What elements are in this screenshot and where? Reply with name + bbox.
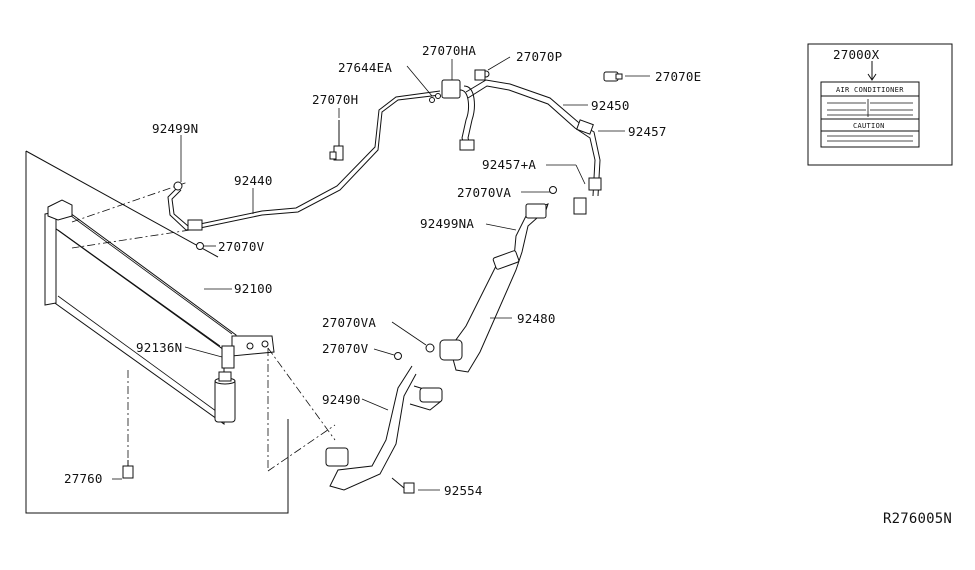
receiver-drier bbox=[214, 371, 236, 423]
label-27070e: 27070E bbox=[655, 69, 701, 84]
valve-cluster bbox=[429, 69, 490, 151]
label-92480: 92480 bbox=[517, 311, 556, 326]
label-92457: 92457 bbox=[628, 124, 667, 139]
label-27070v-bottom: 27070V bbox=[322, 341, 369, 356]
pressure-switch-connector bbox=[221, 345, 235, 369]
label-92490: 92490 bbox=[322, 392, 361, 407]
label-92450: 92450 bbox=[591, 98, 630, 113]
label-92457a: 92457+A bbox=[482, 157, 536, 172]
condenser-assembly bbox=[25, 150, 289, 514]
leader-lines bbox=[112, 56, 650, 491]
diagram-id: R276005N bbox=[883, 511, 952, 527]
label-92554: 92554 bbox=[444, 483, 483, 498]
o-ring-27070v bbox=[196, 242, 204, 250]
bolt-27760 bbox=[122, 460, 134, 479]
ac-label-card-panel bbox=[807, 43, 953, 166]
sensor-27070e bbox=[603, 71, 623, 82]
label-92499n: 92499N bbox=[152, 121, 198, 136]
condenser-frame-top bbox=[25, 150, 219, 258]
part-labels: 27000X 27070HA 27070P 27644EA 27070E 270… bbox=[64, 43, 952, 527]
pipe-92490 bbox=[325, 365, 443, 491]
o-ring-27070va-top bbox=[549, 186, 557, 194]
label-card-header: AIR CONDITIONER bbox=[836, 86, 904, 94]
o-ring-27070va-bottom bbox=[425, 343, 435, 353]
label-27644ea: 27644EA bbox=[338, 60, 392, 75]
hose-92480 bbox=[439, 203, 549, 373]
label-92100: 92100 bbox=[234, 281, 273, 296]
label-92440: 92440 bbox=[234, 173, 273, 188]
label-27070v-top: 27070V bbox=[218, 239, 265, 254]
label-27070va-bottom: 27070VA bbox=[322, 315, 376, 330]
pipe-92450 bbox=[465, 79, 602, 215]
condenser-core bbox=[44, 199, 275, 425]
label-27070va-top: 27070VA bbox=[457, 185, 511, 200]
reference-lines bbox=[71, 181, 336, 472]
label-27070h: 27070H bbox=[312, 92, 358, 107]
sensor-27070h bbox=[329, 120, 344, 161]
label-27070p: 27070P bbox=[516, 49, 562, 64]
label-27000x: 27000X bbox=[833, 47, 880, 62]
condenser-frame bbox=[25, 151, 289, 514]
label-92499na: 92499NA bbox=[420, 216, 474, 231]
o-ring-27070v-bottom bbox=[394, 352, 402, 360]
label-92136n: 92136N bbox=[136, 340, 182, 355]
bolt-92554 bbox=[391, 477, 415, 494]
label-27760: 27760 bbox=[64, 471, 103, 486]
label-card-caution: CAUTION bbox=[853, 122, 885, 130]
pipe-92440 bbox=[167, 90, 441, 231]
label-27070ha: 27070HA bbox=[422, 43, 476, 58]
